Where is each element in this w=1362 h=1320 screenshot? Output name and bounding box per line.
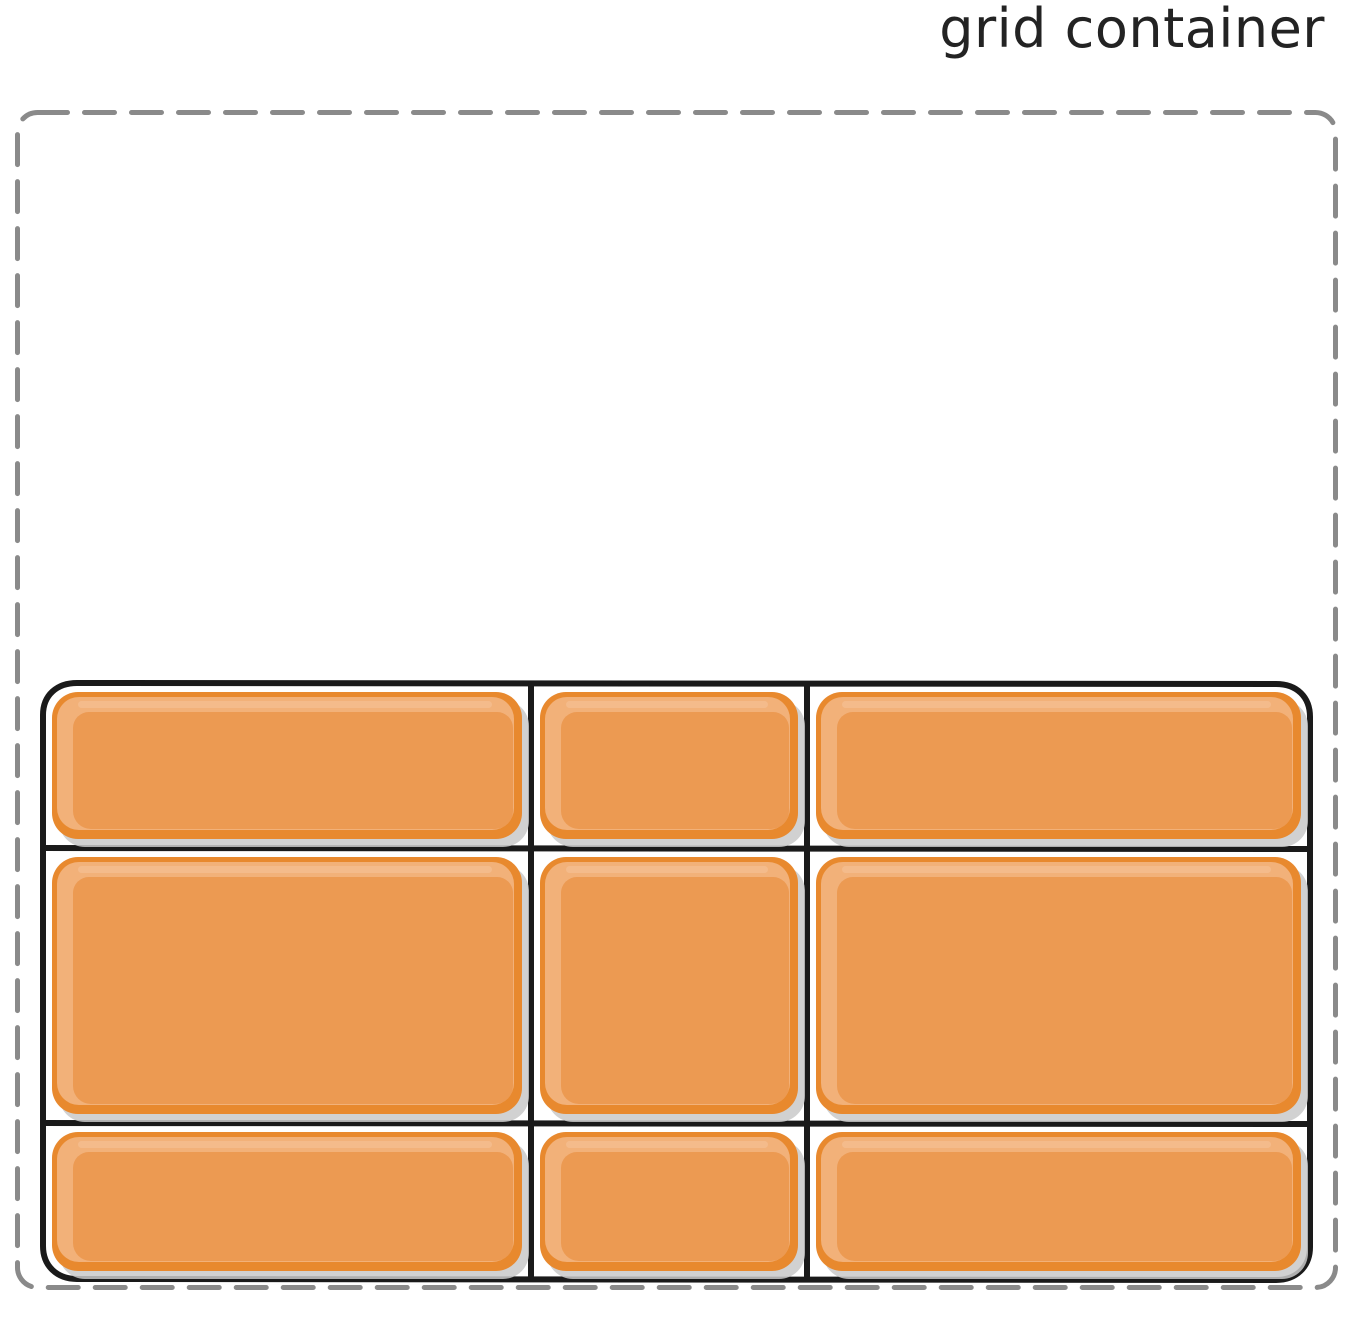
dashed-border-rect — [15, 110, 1338, 1290]
grid-item-2[interactable] — [540, 692, 805, 847]
item-body — [540, 692, 798, 839]
grid — [43, 683, 1310, 1280]
grid-cell — [43, 1123, 531, 1280]
item-gloss — [842, 1141, 1271, 1148]
item-fill — [837, 877, 1292, 1104]
grid-item-7[interactable] — [52, 1132, 529, 1279]
page-title: grid container — [939, 0, 1325, 60]
item-fill — [837, 712, 1292, 829]
grid-item-3[interactable] — [816, 692, 1308, 847]
grid-cell — [43, 848, 531, 1123]
grid-item-1[interactable] — [52, 692, 529, 847]
item-body — [540, 857, 798, 1114]
grid-item-9[interactable] — [816, 1132, 1308, 1279]
grid-item-4[interactable] — [52, 857, 529, 1122]
item-gloss — [566, 866, 768, 873]
item-fill — [73, 712, 513, 829]
grid-cell — [531, 848, 807, 1123]
grid-item-8[interactable] — [540, 1132, 805, 1279]
item-body — [52, 857, 522, 1114]
grid-item-5[interactable] — [540, 857, 805, 1122]
dashed-border-svg — [15, 110, 1338, 1290]
item-fill — [561, 712, 789, 829]
item-body — [816, 857, 1301, 1114]
item-fill — [561, 1152, 789, 1261]
item-gloss — [842, 701, 1271, 708]
item-gloss — [78, 866, 492, 873]
grid-cell — [807, 683, 1310, 848]
item-gloss — [78, 1141, 492, 1148]
grid-cell — [531, 1123, 807, 1280]
item-gloss — [566, 1141, 768, 1148]
item-gloss — [842, 866, 1271, 873]
item-fill — [837, 1152, 1292, 1261]
item-gloss — [78, 701, 492, 708]
item-gloss — [566, 701, 768, 708]
item-body — [816, 1132, 1301, 1271]
grid-cell — [43, 683, 531, 848]
item-fill — [561, 877, 789, 1104]
item-fill — [73, 1152, 513, 1261]
item-body — [52, 692, 522, 839]
grid-cell — [807, 848, 1310, 1123]
grid-container-boundary — [15, 110, 1338, 1290]
grid-cell — [531, 683, 807, 848]
item-body — [816, 692, 1301, 839]
grid-item-6[interactable] — [816, 857, 1308, 1122]
grid-cell — [807, 1123, 1310, 1280]
grid-outline — [40, 680, 1313, 1283]
item-fill — [73, 877, 513, 1104]
item-body — [540, 1132, 798, 1271]
item-body — [52, 1132, 522, 1271]
